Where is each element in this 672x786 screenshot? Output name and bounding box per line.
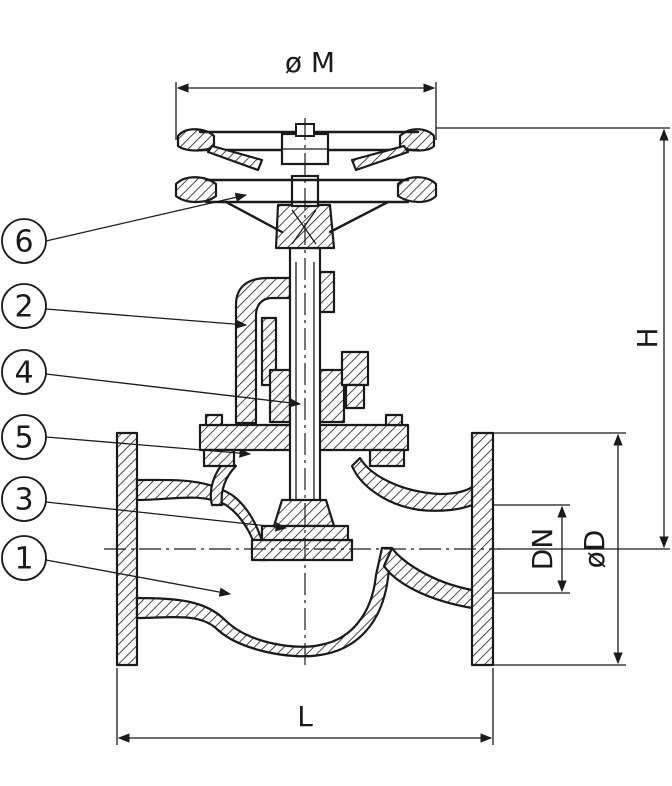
callout-label-2: 2 [14, 290, 33, 325]
callout-6: 6 [1, 218, 47, 264]
label-diameter-m: ø M [285, 46, 335, 79]
label-od: øD [578, 530, 611, 569]
label-height: H [631, 327, 664, 348]
label-dn: DN [526, 528, 559, 571]
callout-label-5: 5 [14, 421, 33, 456]
callout-label-6: 6 [14, 225, 33, 260]
callout-5: 5 [1, 414, 47, 460]
callout-1: 1 [1, 535, 47, 581]
dimension-length: L [116, 668, 494, 745]
dimension-flange-diameter: øD [493, 432, 626, 666]
callout-3: 3 [1, 476, 47, 522]
callout-label-3: 3 [14, 483, 33, 518]
callout-4: 4 [1, 349, 47, 395]
dimension-handwheel-diameter: ø M [175, 46, 437, 140]
callout-label-4: 4 [14, 356, 33, 391]
dimension-nominal-diameter: DN [493, 504, 570, 594]
callout-2: 2 [1, 283, 47, 329]
callout-label-1: 1 [14, 542, 33, 577]
disc [272, 498, 336, 528]
valve-body [115, 431, 495, 667]
label-length: L [297, 700, 313, 733]
callout-leaders [45, 192, 302, 597]
dimension-height: H [436, 127, 670, 550]
